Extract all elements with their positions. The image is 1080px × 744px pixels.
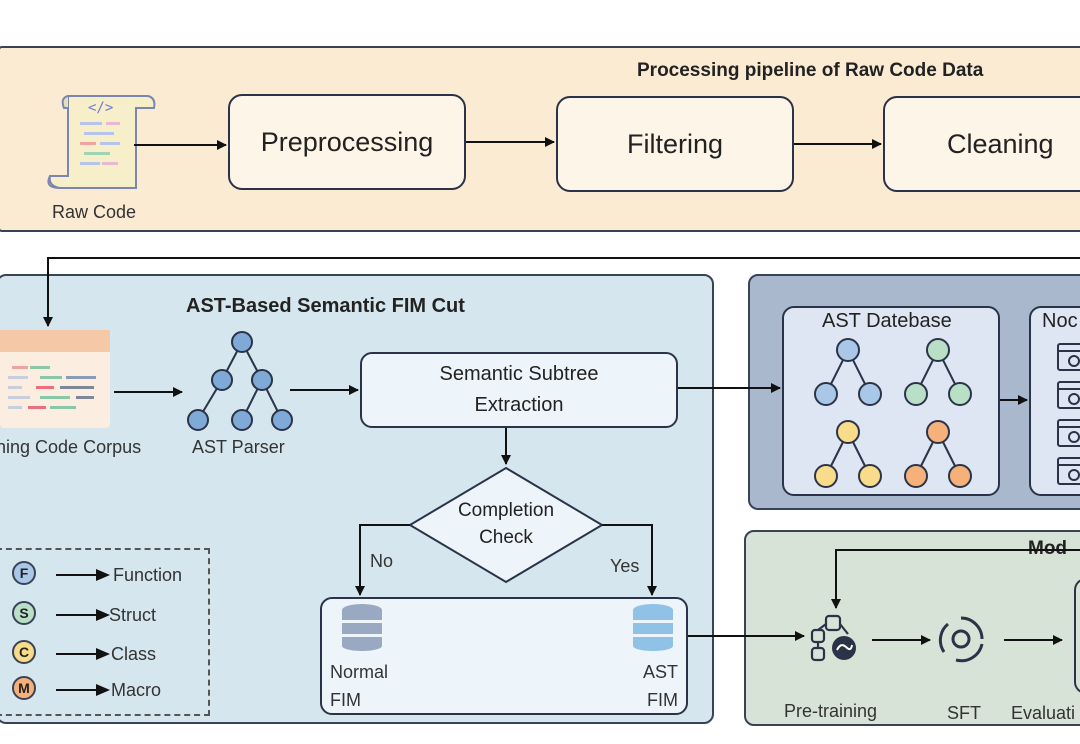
- raw-code-icon: </>: [47, 95, 156, 189]
- struct-icon: S: [12, 601, 36, 625]
- model-inner-box: [1074, 578, 1080, 694]
- semantic-extraction-label: Semantic Subtree Extraction: [439, 363, 599, 416]
- normal-fim-database-icon: [342, 604, 382, 651]
- semantic-extraction-box: Semantic Subtree Extraction: [360, 352, 678, 428]
- raw-code-label: Raw Code: [52, 202, 137, 222]
- legend-item-class: C Class: [12, 640, 202, 668]
- sft-label: SFT: [947, 703, 981, 723]
- node-box-title: Noc: [1042, 310, 1078, 332]
- sft-icon: [938, 616, 984, 663]
- completion-check-label: Completion Check: [457, 500, 555, 548]
- class-icon: C: [12, 640, 36, 664]
- normal-fim-label: Normal FIM: [330, 662, 389, 710]
- cleaning-label: Cleaning: [947, 128, 1054, 159]
- legend-label-macro: Macro: [111, 680, 162, 700]
- ast-parser-icon: [187, 331, 293, 431]
- legend-item-macro: M Macro: [12, 676, 202, 704]
- ast-parser-label: AST Parser: [192, 437, 285, 457]
- function-icon: F: [12, 561, 36, 585]
- ast-panel-title: AST-Based Semantic FIM Cut: [186, 295, 465, 317]
- legend-label-class: Class: [111, 644, 157, 664]
- no-label: No: [370, 551, 394, 571]
- ast-database-trees: [814, 338, 972, 488]
- code-corpus-label: ning Code Corpus: [0, 437, 142, 457]
- preprocessing-box: Preprocessing: [228, 94, 466, 190]
- arrow-right-icon: [56, 684, 110, 696]
- svg-text:</>: </>: [88, 100, 113, 116]
- legend-label-function: Function: [113, 565, 183, 585]
- code-corpus-icon: [0, 330, 110, 428]
- model-panel-title: Mod: [1028, 538, 1068, 559]
- arrow-right-icon: [56, 569, 110, 581]
- yes-label: Yes: [610, 556, 640, 576]
- legend: [0, 548, 210, 716]
- legend-item-function: F Function: [12, 561, 202, 589]
- macro-icon: M: [12, 676, 36, 700]
- ast-database-title: AST Datebase: [822, 310, 952, 332]
- pre-training-icon: [810, 614, 856, 662]
- completion-check-diamond: [408, 466, 604, 584]
- pipeline-title: Processing pipeline of Raw Code Data: [637, 60, 984, 81]
- legend-label-struct: Struct: [109, 605, 157, 625]
- ast-fim-label: AST FIM: [642, 662, 678, 710]
- ast-fim-database-icon: [633, 604, 673, 651]
- filtering-box: Filtering: [556, 96, 794, 192]
- filtering-label: Filtering: [626, 128, 724, 159]
- preprocessing-label: Preprocessing: [260, 126, 434, 157]
- evaluation-label: Evaluati: [1011, 703, 1076, 723]
- arrow-right-icon: [56, 609, 110, 621]
- fim-box: [320, 597, 688, 715]
- arrow-right-icon: [56, 648, 110, 660]
- node-list-icons: [1057, 343, 1080, 485]
- pre-training-label: Pre-training: [784, 701, 878, 721]
- cleaning-box: Cleaning: [883, 96, 1080, 192]
- legend-item-struct: S Struct: [12, 601, 202, 629]
